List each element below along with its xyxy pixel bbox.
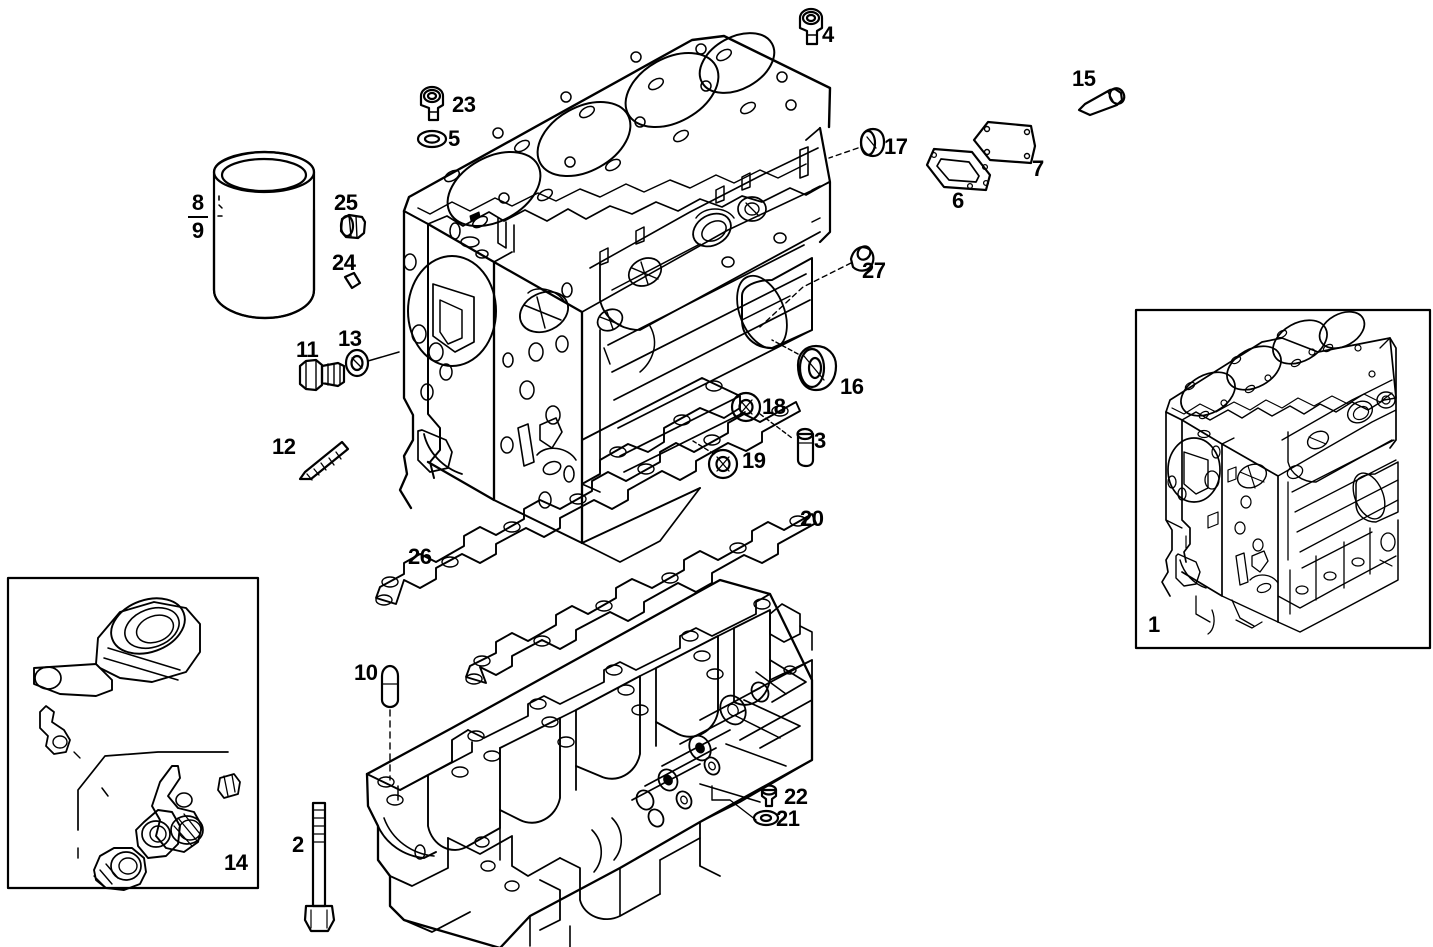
callout-16: 16 <box>840 374 864 399</box>
part-bolt-15 <box>1077 87 1126 117</box>
part-stud-12 <box>298 440 350 481</box>
part-dowel-10 <box>380 664 400 709</box>
callout-22: 22 <box>784 784 808 809</box>
part-washer-13 <box>344 348 370 378</box>
callout-1: 1 <box>1148 612 1160 637</box>
part-plug-25 <box>339 213 367 240</box>
part-gasket-rail-20 <box>465 513 817 685</box>
callout-17: 17 <box>884 134 908 159</box>
part-sensor-23 <box>419 85 445 122</box>
callout-18: 18 <box>762 394 786 419</box>
part-bolt-2 <box>303 801 336 933</box>
callout-20: 20 <box>800 506 824 531</box>
part-gasket-6 <box>925 147 992 192</box>
part-dowel-27 <box>849 245 875 272</box>
part-plug-bolt-11 <box>298 358 346 392</box>
callout-8-9-fraction: 8 9 <box>188 192 208 242</box>
callout-2: 2 <box>292 832 304 857</box>
callout-27: 27 <box>862 258 886 283</box>
callout-25: 25 <box>334 190 358 215</box>
part-dowel-3 <box>796 427 815 468</box>
callout-14: 14 <box>224 850 248 875</box>
callout-12: 12 <box>272 434 296 459</box>
callout-5: 5 <box>448 126 460 151</box>
callout-21: 21 <box>776 806 800 831</box>
inset-box-14 <box>6 576 260 891</box>
callout-11: 11 <box>296 337 319 362</box>
callout-6: 6 <box>952 188 964 213</box>
part-plug-19 <box>707 448 739 480</box>
callout-4: 4 <box>822 22 834 47</box>
upper-cylinder-block <box>398 32 832 563</box>
lower-cylinder-block <box>365 578 814 947</box>
part-cylinder-liner <box>212 150 316 320</box>
part-sensor-4 <box>798 7 824 46</box>
callout-3: 3 <box>814 428 826 453</box>
callout-15: 15 <box>1072 66 1096 91</box>
callout-10: 10 <box>354 660 378 685</box>
callout-23: 23 <box>452 92 476 117</box>
callout-24: 24 <box>332 250 356 275</box>
inset-box-1 <box>1134 308 1432 650</box>
callout-8: 8 <box>191 190 205 215</box>
part-pin-24 <box>343 271 362 290</box>
callout-13: 13 <box>338 326 362 351</box>
part-cup-plug-17 <box>859 127 886 158</box>
callout-7: 7 <box>1032 156 1044 181</box>
part-cover-plate-7 <box>972 120 1037 165</box>
fraction-bar <box>188 216 208 218</box>
part-ring-21 <box>752 809 780 827</box>
callout-19: 19 <box>742 448 766 473</box>
part-washer-5 <box>416 129 448 149</box>
part-bushing-16 <box>796 344 838 392</box>
callout-9: 9 <box>191 218 205 243</box>
part-gasket-rail-26 <box>375 401 801 606</box>
callout-26: 26 <box>408 544 432 569</box>
